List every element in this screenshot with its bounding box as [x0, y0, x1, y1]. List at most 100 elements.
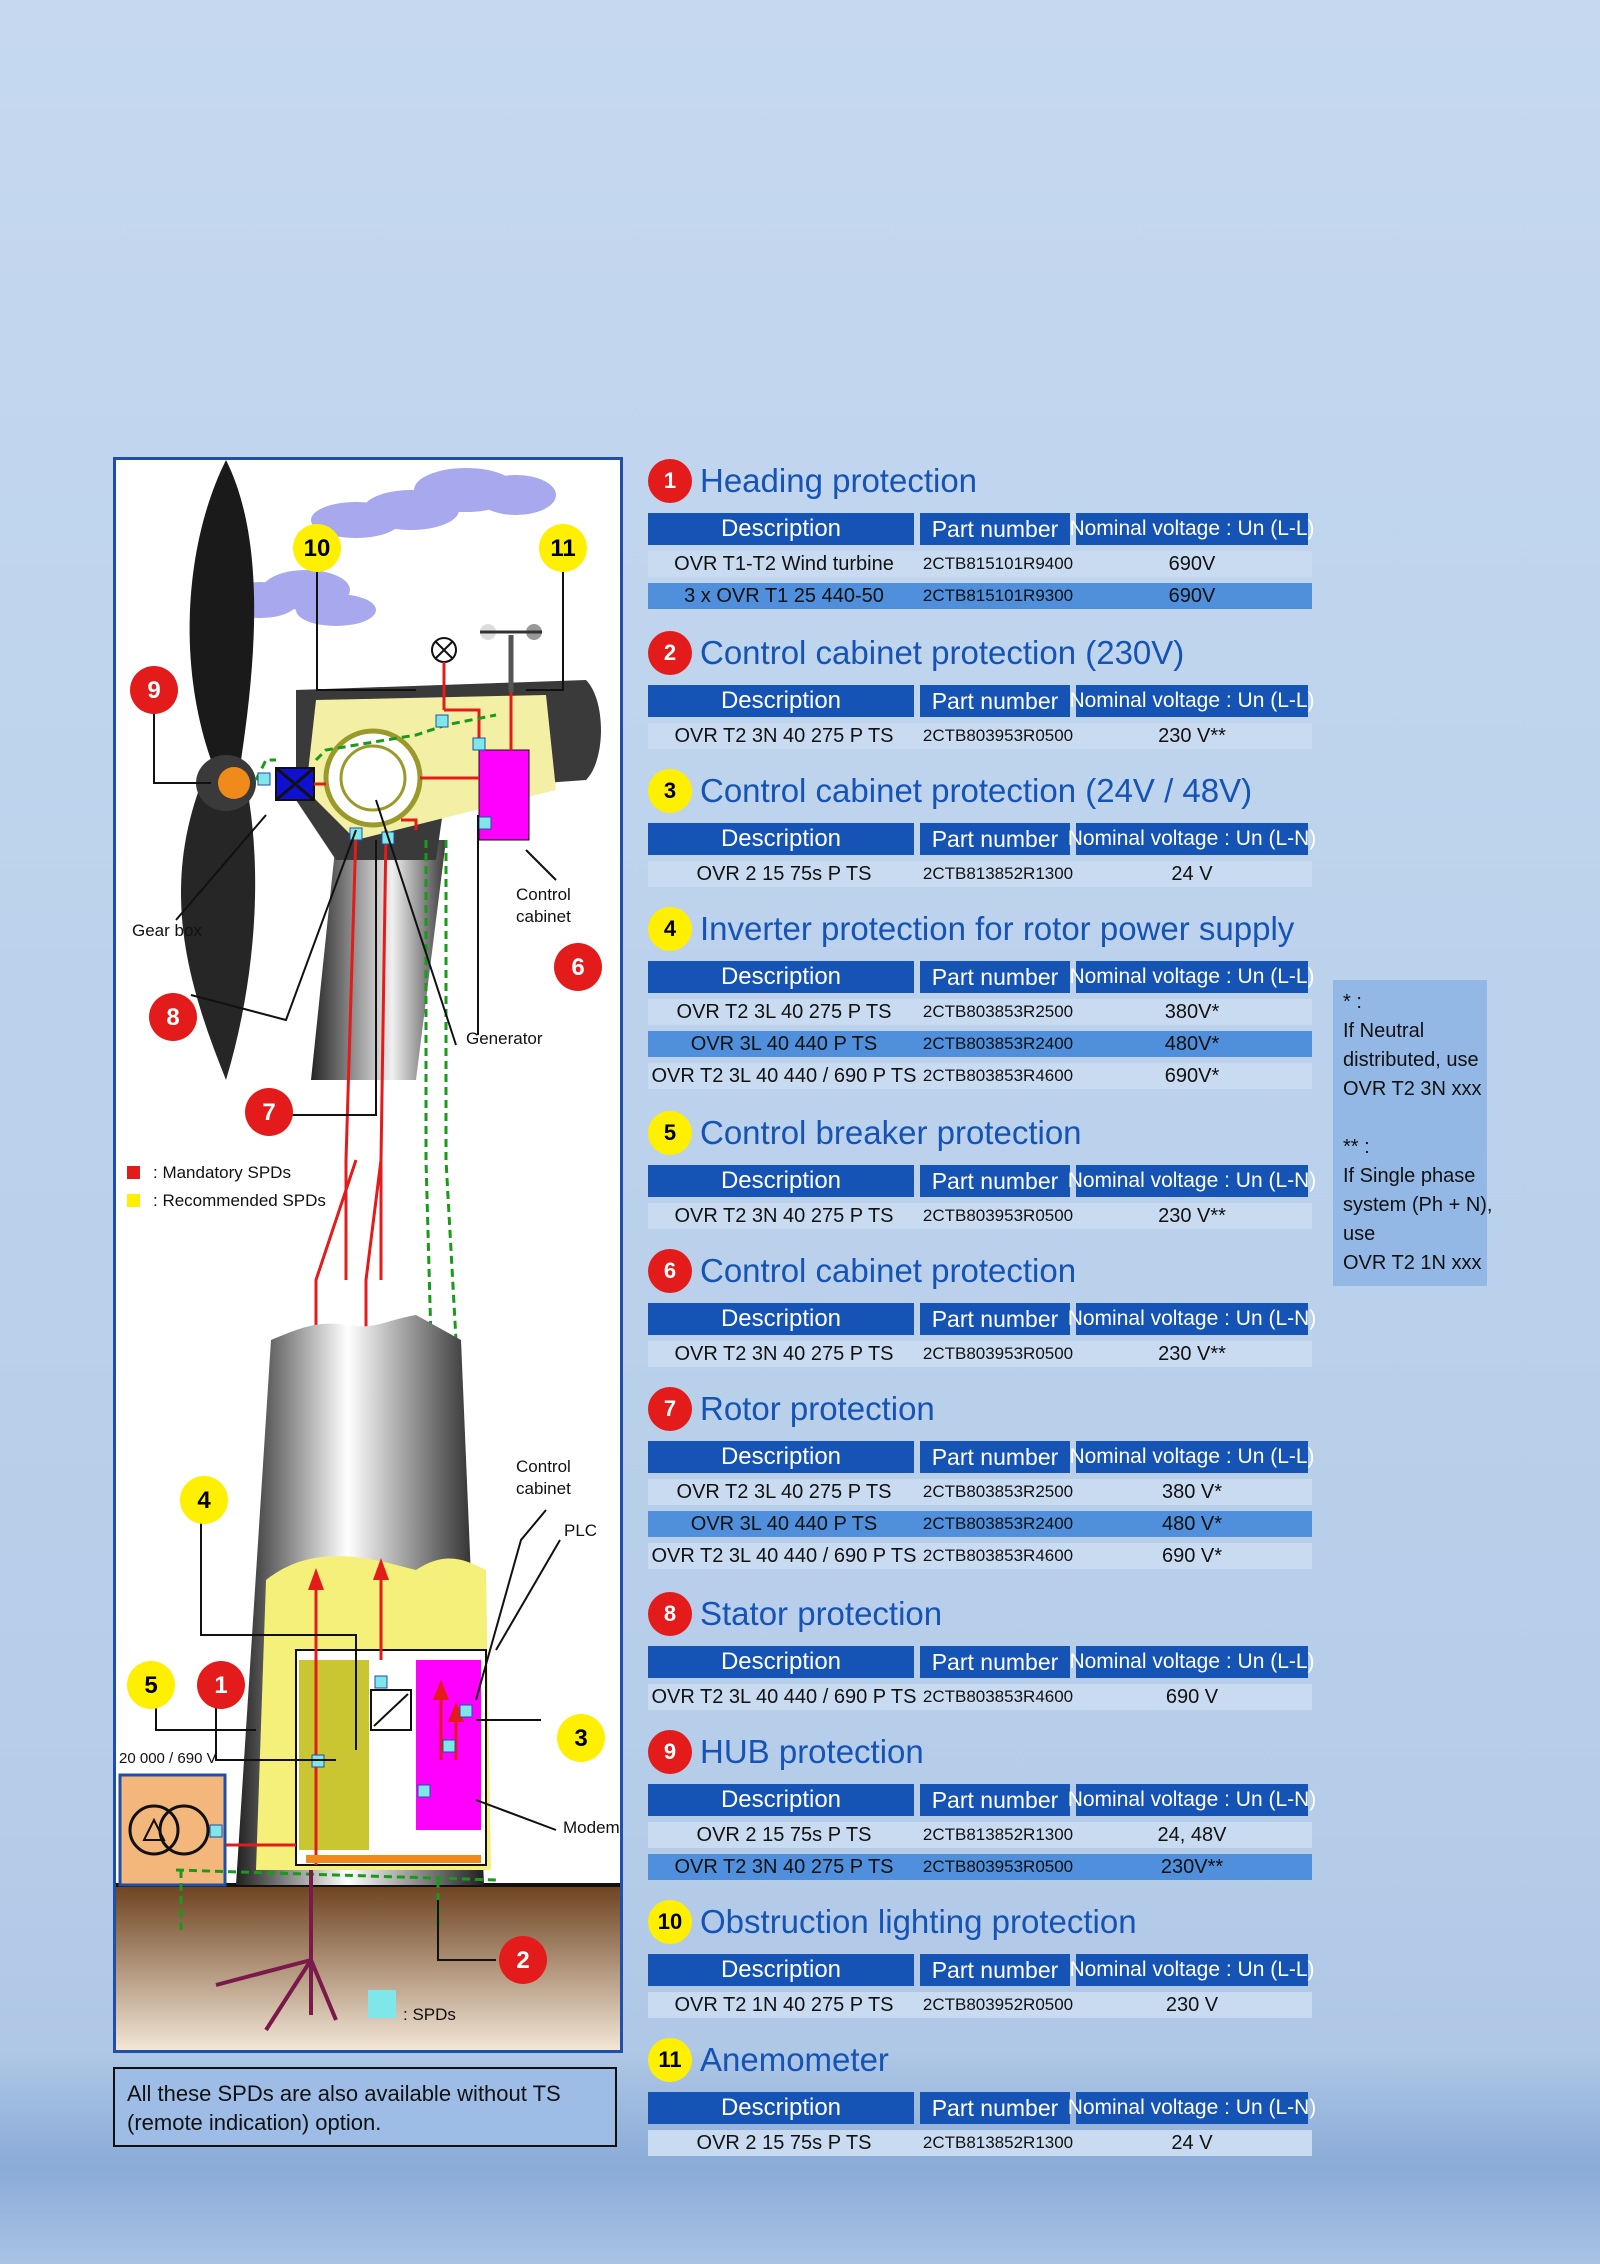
- voltage-cell: 24 V: [1171, 862, 1213, 885]
- ts-availability-note: All these SPDs are also available withou…: [113, 2067, 617, 2147]
- voltage-cell: 480V*: [1164, 1032, 1220, 1055]
- plc-label: PLC: [564, 1521, 598, 1540]
- wind-turbine-diagram: 10 11 9 6 8 7 4 5 1 3 2 Gear box Generat…: [113, 457, 623, 2053]
- svg-text:9: 9: [147, 677, 160, 704]
- part-number-cell: 2CTB803953R0500: [922, 726, 1074, 745]
- footnote-line: [1343, 1104, 1477, 1133]
- part-number-header: Part number: [920, 1165, 1070, 1197]
- modem-label: Modem: [563, 1818, 620, 1837]
- gear-box-label: Gear box: [132, 921, 202, 940]
- voltage-cell: 230 V: [1165, 1993, 1219, 2016]
- part-number-cell: 2CTB803952R0500: [922, 1995, 1074, 2014]
- section-number-badge: 7: [648, 1387, 692, 1431]
- description-cell: OVR T2 3L 40 275 P TS: [676, 1480, 892, 1503]
- generator-label: Generator: [466, 1029, 543, 1048]
- voltage-header: Nominal voltage : Un (L-L): [1069, 513, 1315, 545]
- part-number-cell: 2CTB803953R0500: [922, 1344, 1074, 1363]
- section-number-badge: 6: [648, 1249, 692, 1293]
- description-cell: OVR T2 3N 40 275 P TS: [674, 724, 894, 747]
- section-title: Heading protection: [700, 462, 978, 499]
- part-number-header: Part number: [920, 823, 1070, 855]
- voltage-cell: 230 V**: [1158, 724, 1226, 747]
- section-title: Control cabinet protection: [700, 1252, 1077, 1289]
- voltage-cell: 230V**: [1160, 1855, 1224, 1878]
- description-header: Description: [648, 2092, 914, 2124]
- description-cell: OVR T2 3L 40 440 / 690 P TS: [651, 1544, 917, 1567]
- voltage-cell: 690 V*: [1161, 1544, 1223, 1567]
- voltage-header: Nominal voltage : Un (L-L): [1069, 1954, 1315, 1986]
- part-number-cell: 2CTB803853R4600: [922, 1687, 1074, 1706]
- voltage-cell: 230 V**: [1158, 1342, 1226, 1365]
- section-title: Control cabinet protection (24V / 48V): [700, 772, 1253, 809]
- description-header: Description: [648, 1303, 914, 1335]
- voltage-cell: 690V: [1168, 584, 1216, 607]
- table-row: OVR T2 1N 40 275 P TS 2CTB803952R0500 230 …: [648, 1992, 1312, 2018]
- section-number-badge: 10: [648, 1900, 692, 1944]
- footnote-line: If Neutral: [1343, 1020, 1425, 1042]
- description-header: Description: [648, 1165, 914, 1197]
- part-number-cell: 2CTB813852R1300: [922, 1825, 1074, 1844]
- svg-text:5: 5: [144, 1672, 157, 1699]
- svg-text:6: 6: [571, 954, 584, 981]
- part-number-header: Part number: [920, 1441, 1070, 1473]
- section-number-badge: 8: [648, 1592, 692, 1636]
- description-cell: OVR 2 15 75s P TS: [696, 2131, 872, 2154]
- section-number-badge: 11: [648, 2038, 692, 2082]
- part-number-cell: 2CTB803853R2400: [922, 1034, 1074, 1053]
- section-number-badge: 3: [648, 769, 692, 813]
- svg-text:10: 10: [304, 535, 331, 562]
- description-cell: OVR T2 1N 40 275 P TS: [674, 1993, 894, 2016]
- footnote-line: OVR T2 1N xxx: [1343, 1252, 1482, 1274]
- section-number-badge: 9: [648, 1730, 692, 1774]
- voltage-cell: 230 V**: [1158, 1204, 1226, 1227]
- svg-text:4: 4: [197, 1487, 211, 1514]
- section-number-badge: 4: [648, 907, 692, 951]
- part-number-cell: 2CTB803853R2500: [922, 1482, 1074, 1501]
- svg-text:8: 8: [166, 1004, 179, 1031]
- section-title: Control cabinet protection (230V): [700, 634, 1185, 671]
- voltage-header: Nominal voltage : Un (L-N): [1068, 1784, 1316, 1816]
- turbine-illustration: 10 11 9 6 8 7 4 5 1 3 2: [116, 460, 620, 2050]
- part-number-header: Part number: [920, 1954, 1070, 1986]
- voltage-header: Nominal voltage : Un (L-L): [1069, 685, 1315, 717]
- part-number-cell: 2CTB803953R0500: [922, 1206, 1074, 1225]
- voltage-header: Nominal voltage : Un (L-L): [1069, 961, 1315, 993]
- voltage-cell: 380 V*: [1161, 1480, 1223, 1503]
- section-title: HUB protection: [700, 1733, 924, 1770]
- svg-text:1: 1: [214, 1672, 227, 1699]
- transformer-label: 20 000 / 690 V: [119, 1750, 217, 1767]
- recommended-legend-label: : Recommended SPDs: [153, 1191, 326, 1210]
- part-number-cell: 2CTB813852R1300: [922, 2133, 1074, 2152]
- description-cell: OVR T2 3L 40 440 / 690 P TS: [651, 1685, 917, 1708]
- part-number-header: Part number: [920, 2092, 1070, 2124]
- description-header: Description: [648, 685, 914, 717]
- control-cabinet-bottom-label: Control cabinet: [516, 1457, 571, 1498]
- description-header: Description: [648, 513, 914, 545]
- description-header: Description: [648, 1646, 914, 1678]
- svg-text:7: 7: [262, 1099, 275, 1126]
- description-cell: OVR T2 3N 40 275 P TS: [674, 1342, 894, 1365]
- part-number-cell: 2CTB803853R4600: [922, 1066, 1074, 1085]
